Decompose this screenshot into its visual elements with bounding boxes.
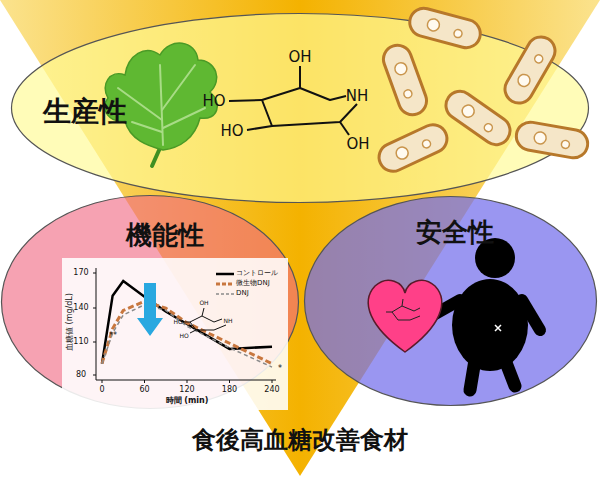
legend-sample [216, 281, 234, 287]
legend-entry: コントロール [216, 270, 278, 277]
significance-mark: ** [109, 332, 117, 340]
legend-text: コントロール [236, 270, 278, 277]
axis-title: 時間 (min) [166, 397, 209, 405]
tick-label: 170 [73, 269, 88, 277]
legend-entry: 微生物DNJ [216, 280, 270, 287]
axis-title: 血糖値 (mg/dL) [66, 293, 74, 351]
structure-atom-label: OH [346, 137, 369, 152]
structure-atom-label: HO [220, 124, 243, 139]
node-title: 安全性 [416, 215, 494, 250]
structure-atom-label: HO [173, 319, 182, 325]
legend-entry: DNJ [216, 290, 249, 297]
safety-ellipse: 安全性 [303, 195, 598, 407]
node-title: 機能性 [126, 218, 204, 253]
legend-sample [216, 291, 234, 297]
structure-atom-label: HO [179, 333, 188, 339]
legend-sample [216, 271, 234, 277]
conclusion-text: 食後高血糖改善食材 [192, 428, 408, 452]
tick-label: 120 [179, 386, 194, 394]
structure-atom-label: HO [202, 94, 225, 109]
tick-label: 80 [76, 371, 86, 379]
tick-label: 110 [73, 338, 88, 346]
tick-label: 140 [73, 304, 88, 312]
structure-atom-label: OH [288, 50, 311, 65]
node-title: 生産性 [43, 93, 127, 131]
tick-label: 60 [139, 386, 149, 394]
tick-label: 0 [99, 386, 104, 394]
tick-label: 180 [222, 386, 237, 394]
function-ellipse: 機能性 [0, 194, 300, 410]
legend-text: 微生物DNJ [236, 280, 270, 287]
production-ellipse: 生産性 [10, 12, 590, 204]
tick-label: 240 [264, 386, 279, 394]
structure-atom-label: NH [224, 318, 233, 324]
structure-atom-label: NH [346, 89, 369, 104]
significance-mark: * [278, 365, 282, 373]
legend-text: DNJ [236, 290, 249, 297]
structure-atom-label: OH [199, 300, 208, 306]
